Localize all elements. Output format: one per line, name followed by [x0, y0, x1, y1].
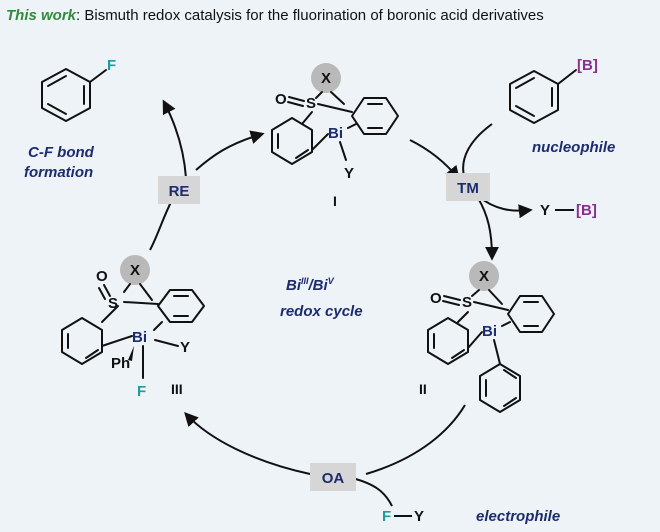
- aryl-boron-reagent: [B]: [509, 57, 598, 124]
- compound-III: X O S Bi Y Ph F III: [61, 255, 205, 400]
- svg-text:X: X: [321, 70, 331, 87]
- redox-cycle-label: BiIII/BiV redox cycle: [280, 276, 363, 320]
- y-boron-byproduct: Y [B]: [540, 202, 597, 219]
- fluorobenzene-product: F: [41, 57, 116, 122]
- oa-step-box: OA: [310, 463, 356, 491]
- svg-text:I: I: [333, 193, 337, 209]
- svg-text:III: III: [171, 381, 183, 397]
- svg-text:II: II: [419, 381, 427, 397]
- boron-group-label: [B]: [577, 57, 598, 74]
- svg-text:S: S: [306, 95, 316, 112]
- cf-bond-label-line1: C-F bond: [28, 144, 95, 161]
- compound-I: X O S Bi Y I: [271, 63, 399, 209]
- svg-text:F: F: [382, 508, 391, 525]
- oa-step-label: OA: [322, 470, 345, 487]
- svg-text:Y: Y: [344, 165, 354, 182]
- svg-text:F: F: [137, 383, 146, 400]
- svg-text:X: X: [479, 268, 489, 285]
- re-step-label: RE: [169, 183, 190, 200]
- redox-cycle-line2: redox cycle: [280, 303, 363, 320]
- svg-text:Y: Y: [180, 339, 190, 356]
- tm-step-label: TM: [457, 180, 479, 197]
- svg-text:Bi: Bi: [132, 329, 147, 346]
- nucleophile-label: nucleophile: [532, 139, 615, 156]
- electrophile-label: electrophile: [476, 508, 560, 525]
- compound-II: X O S Bi II: [419, 261, 555, 413]
- fy-electrophile: F Y: [382, 508, 424, 525]
- svg-text:Y: Y: [414, 508, 424, 525]
- svg-text:O: O: [275, 91, 287, 108]
- svg-text:[B]: [B]: [576, 202, 597, 219]
- svg-text:Y: Y: [540, 202, 550, 219]
- header-title: This work: Bismuth redox catalysis for t…: [6, 7, 544, 24]
- svg-text:Ph: Ph: [111, 355, 130, 372]
- svg-text:S: S: [108, 295, 118, 312]
- svg-text:X: X: [130, 262, 140, 279]
- svg-text:O: O: [96, 268, 108, 285]
- svg-text:Bi: Bi: [482, 323, 497, 340]
- svg-text:BiIII/BiV: BiIII/BiV: [286, 276, 335, 294]
- tm-step-box: TM: [446, 173, 490, 201]
- cf-bond-label-line2: formation: [24, 164, 93, 181]
- svg-text:S: S: [462, 294, 472, 311]
- svg-text:Bi: Bi: [328, 125, 343, 142]
- re-step-box: RE: [158, 176, 200, 204]
- fluorine-atom-label: F: [107, 57, 116, 74]
- svg-text:O: O: [430, 290, 442, 307]
